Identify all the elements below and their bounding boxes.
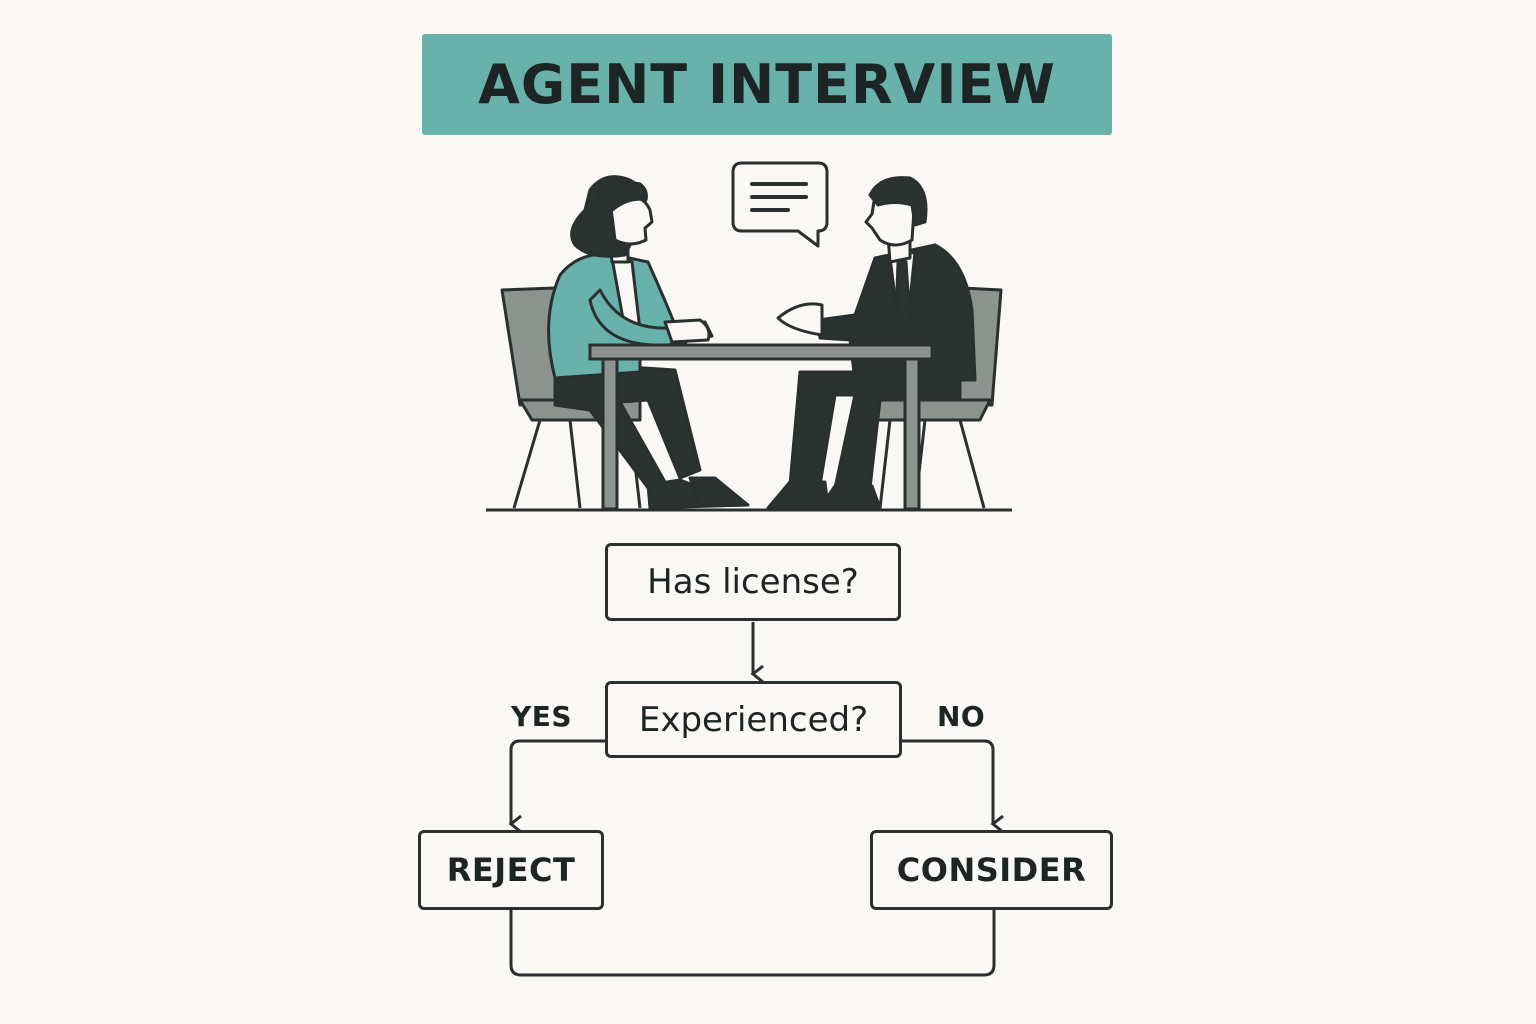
node-consider-label: CONSIDER [896,851,1087,889]
node-has-license: Has license? [605,543,901,621]
node-reject: REJECT [418,830,604,910]
title-banner: AGENT INTERVIEW [422,34,1112,135]
branch-label-yes: YES [511,700,573,733]
loop-reject-consider [509,910,996,977]
branch-label-no: NO [937,700,986,733]
node-has-license-label: Has license? [647,562,859,602]
node-reject-label: REJECT [446,851,576,889]
woman-interviewer-figure [547,175,750,510]
flow-connectors [508,622,1004,977]
page-title: AGENT INTERVIEW [478,53,1056,116]
arrow-yes-to-reject [508,739,606,834]
arrow-no-to-consider [902,739,1004,834]
node-consider: CONSIDER [870,830,1113,910]
speech-bubble-icon [731,161,829,248]
node-experienced: Experienced? [605,681,902,758]
table [588,343,934,511]
node-experienced-label: Experienced? [638,699,869,740]
